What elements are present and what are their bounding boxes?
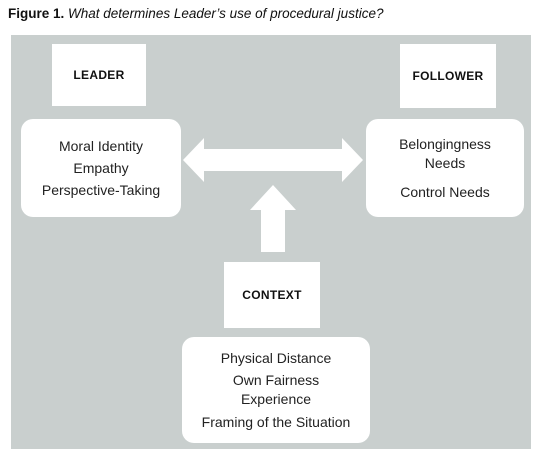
figure-caption: Figure 1. What determines Leader’s use o… [8, 6, 383, 21]
follower-factors-box: Belongingness Needs Control Needs [366, 119, 524, 217]
follower-label-text: FOLLOWER [412, 69, 484, 83]
leader-label-text: LEADER [73, 68, 125, 82]
follower-label: FOLLOWER [400, 44, 496, 108]
follower-factor: Belongingness Needs [399, 136, 491, 171]
leader-factor: Perspective-Taking [41, 182, 161, 198]
leader-factor: Empathy [73, 160, 129, 176]
context-factor: Physical Distance [220, 350, 332, 366]
up-arrow-context [250, 185, 296, 252]
context-factor: Framing of the Situation [201, 414, 351, 430]
figure-title: What determines Leader’s use of procedur… [68, 6, 384, 21]
leader-label: LEADER [52, 44, 146, 106]
follower-factor: Control Needs [400, 184, 490, 200]
context-label: CONTEXT [224, 262, 320, 328]
double-arrow-leader-follower [183, 138, 363, 182]
leader-factor: Moral Identity [58, 138, 144, 154]
context-factor: Own Fairness Experience [232, 372, 320, 407]
context-label-text: CONTEXT [242, 288, 302, 302]
leader-factors-box: Moral Identity Empathy Perspective-Takin… [21, 119, 181, 217]
context-factors-box: Physical Distance Own Fairness Experienc… [182, 337, 370, 443]
figure-number: Figure 1. [8, 6, 65, 21]
